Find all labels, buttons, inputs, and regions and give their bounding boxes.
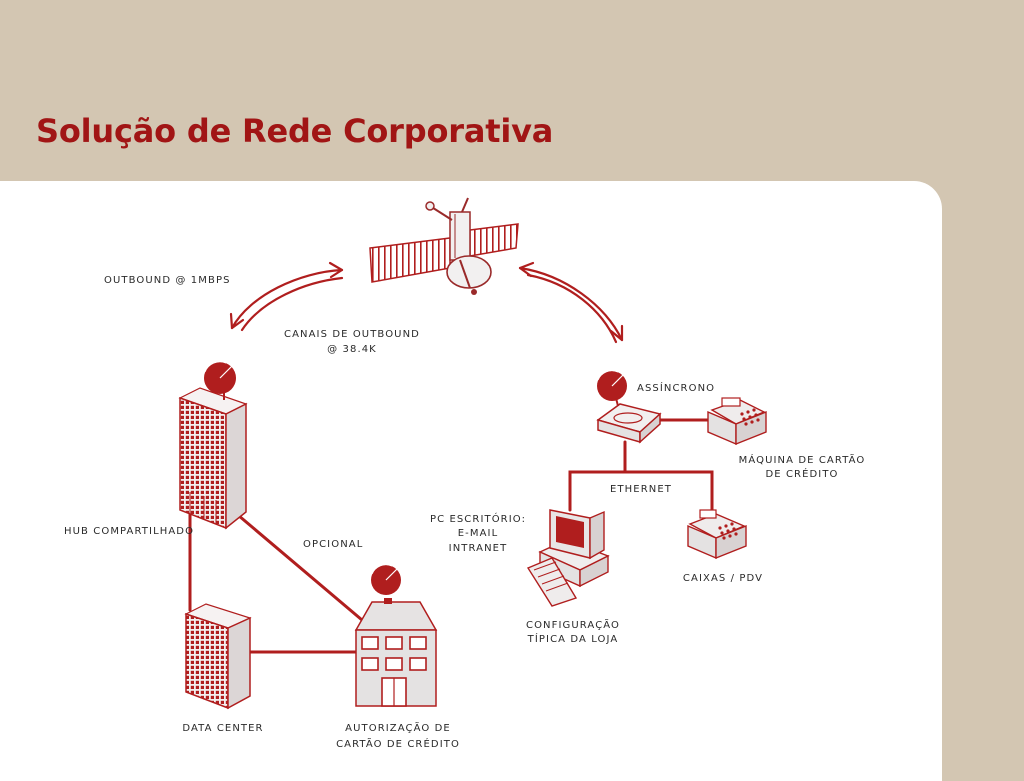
modem-icon bbox=[596, 403, 662, 444]
label-canais-line1: CANAIS DE OUTBOUND bbox=[284, 329, 420, 340]
label-pc-line1: PC ESCRITÓRIO: bbox=[430, 512, 526, 525]
credit-card-machine-icon bbox=[707, 397, 767, 446]
slide-title: Solução de Rede Corporativa bbox=[36, 112, 554, 150]
hub-building-icon bbox=[178, 387, 248, 530]
line-hub-autorizacao bbox=[230, 508, 364, 622]
connection-lines bbox=[188, 418, 714, 654]
pos-terminal-icon bbox=[687, 509, 747, 560]
satellite-dish-icon bbox=[204, 361, 236, 400]
arrow-left bbox=[229, 261, 344, 332]
label-maquina-line1: MÁQUINA DE CARTÃO bbox=[739, 453, 866, 466]
label-hub: HUB COMPARTILHADO bbox=[64, 526, 194, 537]
label-config-line2: TÍPICA DA LOJA bbox=[527, 632, 619, 645]
label-maquina-line2: DE CRÉDITO bbox=[765, 467, 838, 480]
data-center-building-icon bbox=[184, 603, 252, 710]
label-autorizacao-line1: AUTORIZAÇÃO DE bbox=[345, 721, 451, 734]
label-opcional: OPCIONAL bbox=[303, 539, 363, 550]
arrow-right bbox=[518, 261, 624, 344]
label-outbound: OUTBOUND @ 1MBPS bbox=[104, 275, 231, 286]
satellite-dish-icon bbox=[597, 370, 627, 407]
satellite-dish-icon bbox=[371, 564, 401, 595]
label-datacenter: DATA CENTER bbox=[182, 723, 263, 734]
label-pc-line3: INTRANET bbox=[449, 543, 508, 554]
label-config-line1: CONFIGURAÇÃO bbox=[526, 618, 620, 631]
label-assincrono: ASSÍNCRONO bbox=[637, 381, 715, 394]
line-ethernet-bus bbox=[568, 470, 714, 516]
label-caixas: CAIXAS / PDV bbox=[683, 573, 763, 584]
authorization-building-icon bbox=[354, 598, 438, 707]
label-canais-line2: @ 38.4K bbox=[327, 344, 377, 355]
label-pc-line2: E-MAIL bbox=[458, 528, 499, 539]
satellite-icon bbox=[369, 197, 519, 295]
label-autorizacao-line2: CARTÃO DE CRÉDITO bbox=[336, 737, 460, 750]
label-ethernet: ETHERNET bbox=[610, 484, 672, 495]
pc-icon bbox=[526, 509, 610, 607]
